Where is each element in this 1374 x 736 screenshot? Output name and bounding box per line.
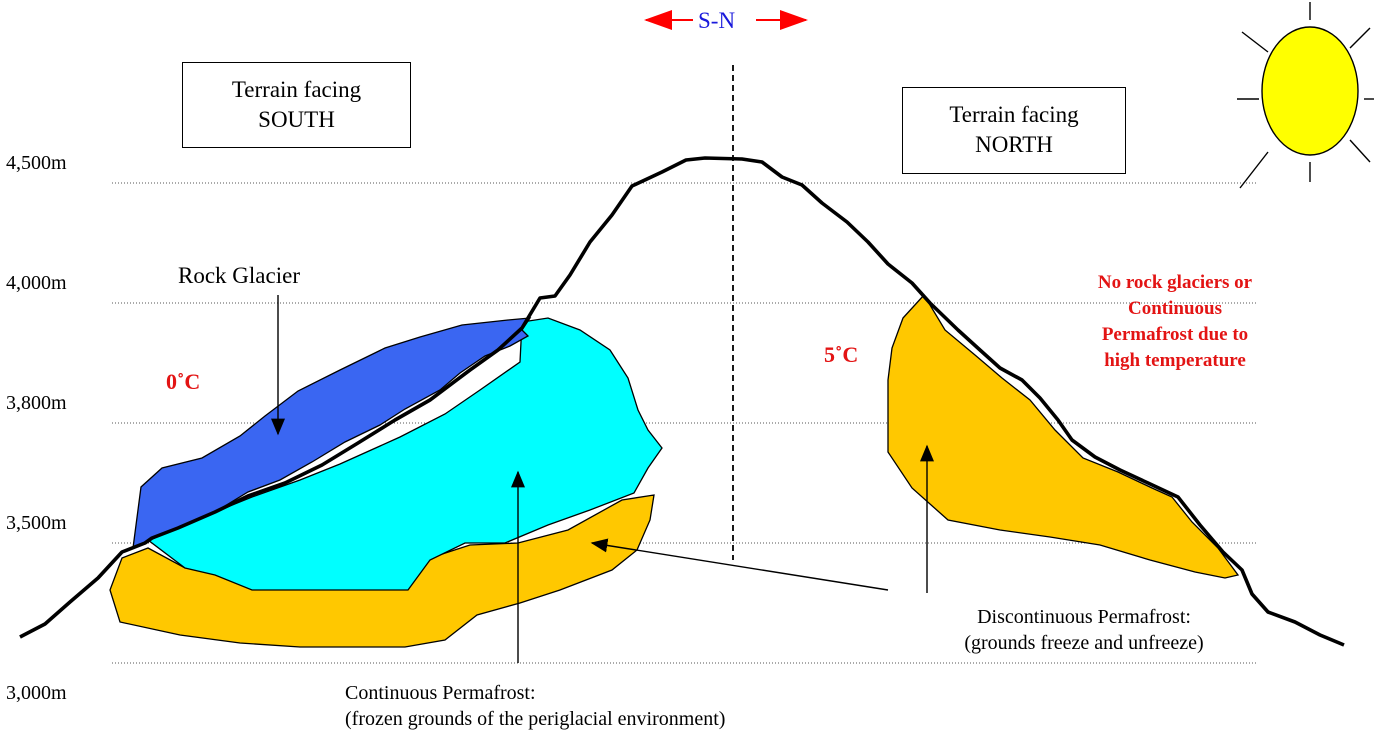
continuous-caption-line1: Continuous Permafrost: [345, 682, 536, 704]
sun-ray [1241, 31, 1269, 53]
rock-glacier [132, 317, 532, 550]
south-terrain-box: Terrain facing SOUTH [182, 62, 411, 148]
elevation-label-3500: 3,500m [6, 512, 67, 534]
north-terrain-box: Terrain facing NORTH [902, 87, 1126, 174]
elevation-label-4000: 4,000m [6, 272, 67, 294]
north-note-line3: Permafrost due to [1101, 324, 1249, 345]
sun-ray [1239, 151, 1269, 189]
mountain-profile [19, 156, 1345, 647]
elevation-label-4500: 4,500m [6, 152, 67, 174]
direction-label: S-N [698, 8, 736, 33]
discontinuous-caption-line1: Discontinuous Permafrost: [977, 606, 1191, 628]
discontinuous-caption-line2: (grounds freeze and unfreeze) [964, 632, 1204, 654]
continuous-permafrost-caption: Continuous Permafrost: (frozen grounds o… [345, 680, 725, 732]
elevation-label-3000: 3,000m [6, 682, 67, 704]
discontinuous-permafrost-north [887, 293, 1240, 579]
north-note-line2: Continuous [1128, 298, 1222, 319]
discontinuous-permafrost-caption: Discontinuous Permafrost: (grounds freez… [922, 604, 1246, 656]
sun-ray [1349, 27, 1371, 49]
sun-icon [1237, 2, 1374, 189]
elevation-label-3800: 3,800m [6, 392, 67, 414]
south-box-line2: SOUTH [258, 107, 335, 132]
elevation-gridlines [112, 182, 1257, 664]
sun-disk [1261, 26, 1359, 156]
temperature-south: 0˚C [166, 369, 201, 394]
south-box-line1: Terrain facing [231, 77, 362, 102]
rock-glacier-label: Rock Glacier [178, 263, 300, 288]
arrow-discontinuous-south [590, 538, 889, 591]
continuous-caption-line2: (frozen grounds of the periglacial envir… [345, 708, 726, 730]
sun-ray [1349, 139, 1371, 163]
temperature-north: 5˚C [824, 342, 859, 367]
north-note-line1: No rock glaciers or [1097, 272, 1253, 293]
north-note: No rock glaciers or Continuous Permafros… [1052, 270, 1298, 374]
north-note-line4: high temperature [1104, 350, 1246, 371]
north-box-line1: Terrain facing [949, 102, 1079, 127]
north-box-line2: NORTH [975, 132, 1053, 157]
direction-indicator: S-N [645, 8, 807, 34]
continuous-permafrost [146, 317, 663, 591]
